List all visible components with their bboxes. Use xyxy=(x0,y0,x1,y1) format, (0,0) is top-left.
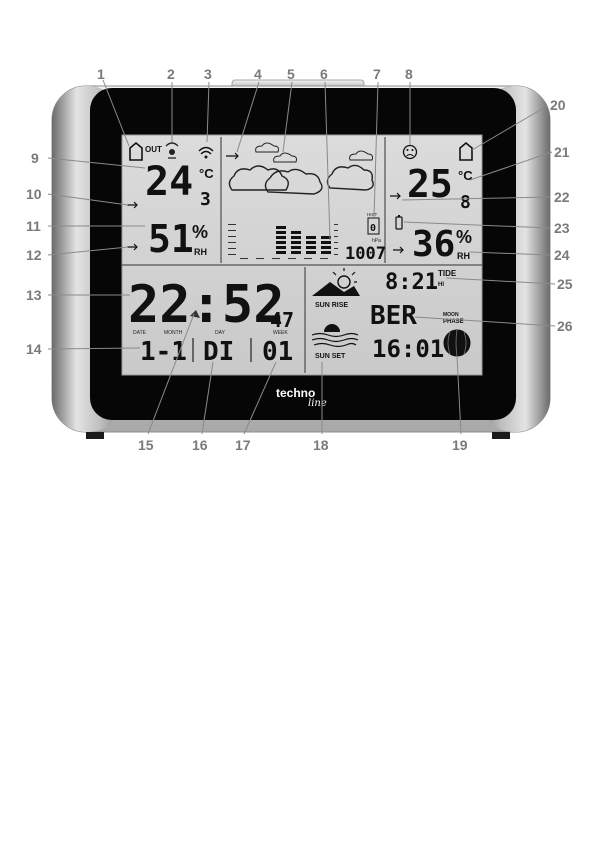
callout-20: 20 xyxy=(550,97,566,113)
indoor-temperature-decimal: 8 xyxy=(460,192,471,213)
month-label: MONTH xyxy=(164,330,183,336)
right-foot xyxy=(492,432,510,439)
callout-7: 7 xyxy=(373,66,381,82)
left-foot xyxy=(86,432,104,439)
callout-11: 11 xyxy=(26,218,41,234)
week-label: WEEK xyxy=(273,330,288,336)
out-label: OUT xyxy=(145,145,162,154)
pressure-value: 1007 xyxy=(345,244,386,264)
indoor-temp-unit: °C xyxy=(458,168,473,183)
callout-10: 10 xyxy=(26,186,42,202)
outdoor-temperature-decimal: 3 xyxy=(200,189,211,210)
callout-12: 12 xyxy=(26,247,42,263)
clock-time: 22:52 xyxy=(128,275,285,335)
outdoor-temperature: 24 xyxy=(145,159,193,205)
sunset-label: SUN SET xyxy=(315,353,346,360)
callout-22: 22 xyxy=(554,189,570,205)
sunset-time: 16:01 xyxy=(372,335,444,363)
date-label: DATE xyxy=(133,330,147,336)
indoor-humidity-unit: % xyxy=(456,227,472,247)
callout-5: 5 xyxy=(287,66,295,82)
callout-15: 15 xyxy=(138,437,154,453)
outdoor-humidity-unit: % xyxy=(192,222,208,242)
indoor-rh-label: RH xyxy=(457,251,470,261)
outdoor-temp-unit: °C xyxy=(199,166,214,181)
hist-label: HIST xyxy=(367,212,378,217)
week-value: 01 xyxy=(262,337,293,367)
clock-section: 22:52 47 DATE MONTH DAY WEEK 1-1 DI 01 xyxy=(128,275,294,367)
sunrise-label: SUN RISE xyxy=(315,302,348,309)
indoor-humidity: 36 xyxy=(412,224,455,265)
callout-8: 8 xyxy=(405,66,413,82)
tide-value: HI xyxy=(438,282,444,288)
city-code: BER xyxy=(370,301,417,331)
callout-2: 2 xyxy=(167,66,175,82)
callout-19: 19 xyxy=(452,437,468,453)
callout-25: 25 xyxy=(557,276,573,292)
callout-24: 24 xyxy=(554,247,570,263)
brand-script: line xyxy=(308,398,327,409)
sunrise-time: 8:21 xyxy=(385,270,438,295)
outdoor-humidity: 51 xyxy=(148,217,194,261)
callout-3: 3 xyxy=(204,66,212,82)
tide-label: TIDE xyxy=(438,269,457,278)
callout-16: 16 xyxy=(192,437,208,453)
callout-14: 14 xyxy=(26,341,42,357)
callout-6: 6 xyxy=(320,66,328,82)
moon-phase-label-line1: MOON xyxy=(443,312,459,318)
callout-13: 13 xyxy=(26,287,42,303)
day-value: DI xyxy=(203,337,234,367)
pressure-unit: hPa xyxy=(372,238,381,244)
callout-18: 18 xyxy=(313,437,329,453)
callout-26: 26 xyxy=(557,318,573,334)
callout-1: 1 xyxy=(97,66,105,82)
hist-value: 0 xyxy=(370,223,376,234)
callout-21: 21 xyxy=(554,144,570,160)
callout-4: 4 xyxy=(254,66,262,82)
callout-23: 23 xyxy=(554,220,570,236)
clock-seconds: 47 xyxy=(270,308,294,332)
day-label: DAY xyxy=(215,330,226,336)
outdoor-rh-label: RH xyxy=(194,247,207,257)
callout-17: 17 xyxy=(235,437,251,453)
moon-phase-icon xyxy=(444,330,470,356)
callout-9: 9 xyxy=(31,150,39,166)
